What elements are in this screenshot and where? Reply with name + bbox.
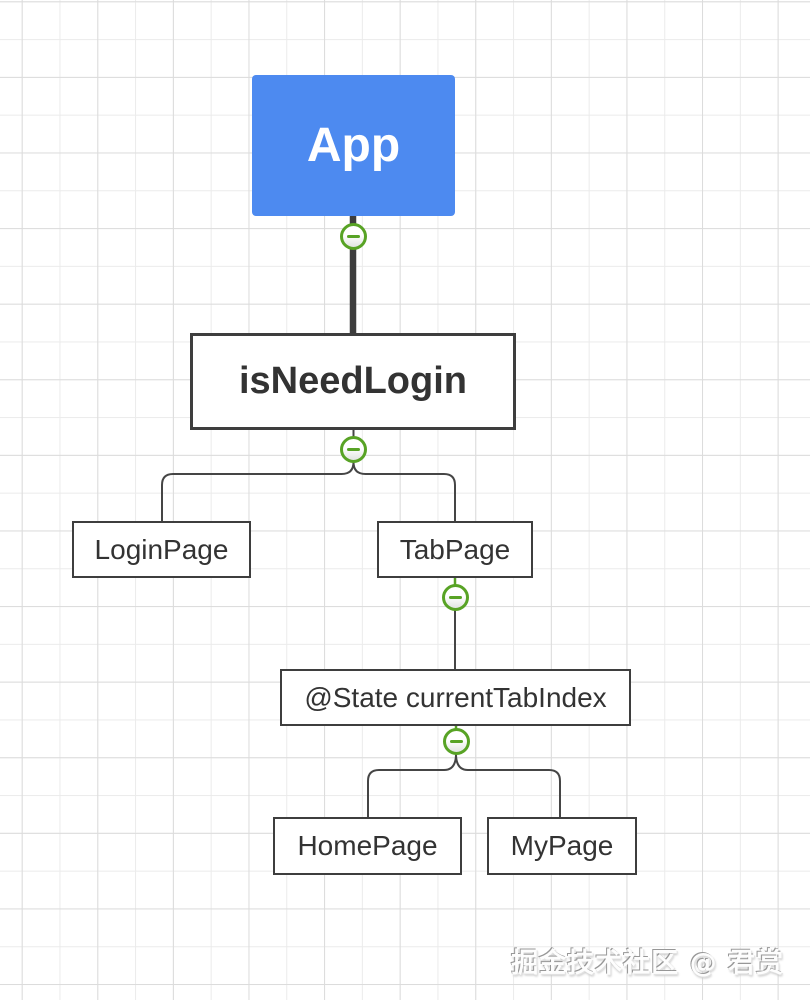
node-tabpage-label: TabPage [399,533,511,565]
minus-circle-icon [449,739,463,743]
node-isneedlogin-label: isNeedLogin [238,360,468,402]
watermark: 掘金技术社区 @ 君赏 [511,948,784,979]
node-loginpage[interactable]: LoginPage [72,521,251,578]
node-loginpage-label: LoginPage [94,533,229,565]
node-mypage[interactable]: MyPage [487,817,637,875]
minus-circle-icon [448,595,462,599]
collapse-button-tabpage[interactable] [441,583,469,611]
edge-isneedlogin-tabpage [352,461,456,521]
node-state-currenttabindex[interactable]: @State currentTabIndex [280,669,631,726]
minus-circle-icon [346,234,360,238]
minus-circle-icon [347,447,360,451]
collapse-button-isneedlogin[interactable] [340,435,367,463]
node-state-currenttabindex-label: @State currentTabIndex [304,681,607,713]
node-tabpage[interactable]: TabPage [377,521,533,578]
node-mypage-label: MyPage [510,830,614,861]
edge-state-homepage [367,753,457,817]
node-homepage-label: HomePage [297,830,438,861]
collapse-button-state[interactable] [442,727,470,755]
node-app[interactable]: App [252,75,455,216]
edge-isneedlogin-loginpage [161,461,355,521]
node-app-label: App [306,119,401,172]
node-isneedlogin[interactable]: isNeedLogin [190,333,516,430]
collapse-button-app[interactable] [339,222,367,250]
edge-state-mypage [455,753,561,817]
node-homepage[interactable]: HomePage [273,817,462,875]
